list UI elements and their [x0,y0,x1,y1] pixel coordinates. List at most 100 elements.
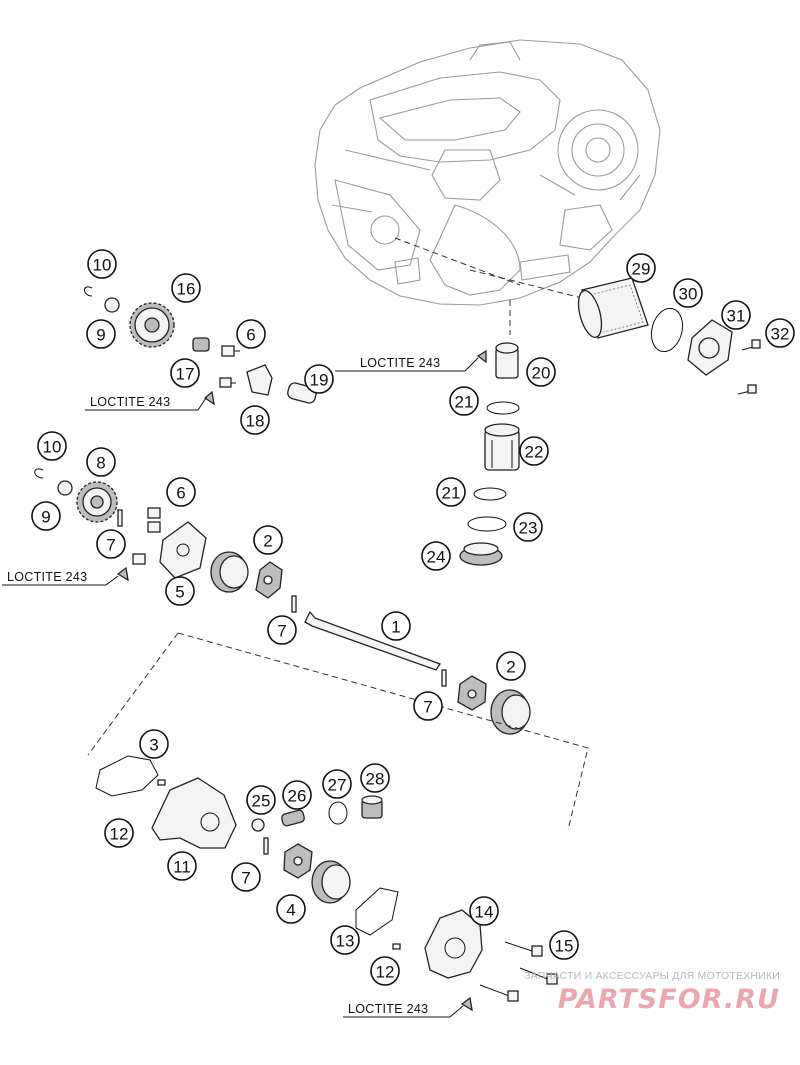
svg-text:6: 6 [176,484,185,503]
bolts-15-shape [460,941,558,1012]
o-ring-23 [467,516,507,532]
callout-12-upper: 12 [104,818,134,848]
strainer-22-shape [484,423,520,471]
svg-text:12: 12 [110,825,129,844]
watermark-caption: ЗАПЧАСТИ И АКСЕССУАРЫ ДЛЯ МОТОТЕХНИКИ [524,970,780,982]
circlip-middle [34,468,44,479]
callout-18: 18 [240,405,270,435]
svg-text:19: 19 [310,371,329,390]
callout-23: 23 [513,512,543,542]
o-ring-30 [650,307,684,353]
svg-text:21: 21 [455,393,474,412]
svg-text:7: 7 [277,622,286,641]
callout-10-middle: 10 [37,431,67,461]
callout-13: 13 [330,925,360,955]
callout-9-top: 9 [86,319,116,349]
svg-text:1: 1 [391,618,400,637]
svg-text:30: 30 [679,285,698,304]
callout-15: 15 [549,930,579,960]
gear-8-shape [76,481,118,523]
svg-text:22: 22 [525,443,544,462]
callout-7-upper-left: 7 [96,529,126,559]
washer-top [104,297,120,313]
svg-text:8: 8 [96,454,105,473]
rotor-4-shape [283,843,351,904]
callout-1: 1 [381,611,411,641]
gear-16-shape [129,302,175,348]
loctite-text-1: LOCTITE 243 [90,395,170,409]
pin-7-upper-left [117,509,123,527]
callout-10-top: 10 [87,249,117,279]
svg-text:3: 3 [149,736,158,755]
callout-14: 14 [469,896,499,926]
circlip-top [84,286,93,297]
callout-12-lower: 12 [370,956,400,986]
svg-text:7: 7 [106,536,115,555]
pin-7-shaft-right [441,669,447,687]
svg-text:18: 18 [246,412,265,431]
pipe-20-shape [476,342,519,379]
svg-text:31: 31 [727,307,746,326]
callout-21-top: 21 [449,386,479,416]
svg-text:27: 27 [328,776,347,795]
svg-text:6: 6 [246,326,255,345]
callout-3: 3 [139,729,169,759]
rotor-2-lower-shape [457,675,531,735]
callout-2-upper: 2 [253,525,283,555]
svg-text:26: 26 [288,787,307,806]
callout-30: 30 [673,278,703,308]
svg-text:2: 2 [506,658,515,677]
callout-6-top: 6 [236,319,266,349]
svg-text:9: 9 [41,508,50,527]
callout-7-shaft-right: 7 [413,691,443,721]
loctite-text-2: LOCTITE 243 [360,356,440,370]
ball-25 [251,818,265,832]
bolt-6-top-shape [221,345,240,357]
svg-text:10: 10 [43,438,62,457]
loctite-text-3: LOCTITE 243 [7,570,87,584]
shaft-1-shape [304,610,441,671]
bolts-6-middle-shape [116,507,161,582]
washer-middle [57,480,73,496]
svg-text:4: 4 [286,901,295,920]
engine-crankcase-outline [314,39,661,335]
svg-text:32: 32 [771,325,790,344]
oil-filter-29-shape [577,277,649,339]
loctite-label-bottom: LOCTITE 243 [343,1002,464,1018]
svg-text:2: 2 [263,532,272,551]
pin-12-top [157,779,166,786]
rotor-2-upper-shape [210,551,283,599]
svg-text:23: 23 [519,519,538,538]
callout-27: 27 [322,769,352,799]
pin-7-shaft-left [291,595,297,613]
callout-19: 19 [304,364,334,394]
callout-8: 8 [86,447,116,477]
svg-text:16: 16 [177,280,196,299]
gasket-3-shape [95,755,159,797]
svg-text:25: 25 [252,792,271,811]
plug-28-shape [361,795,383,819]
o-ring-21-bottom [473,487,507,501]
loctite-label-upper-left: LOCTITE 243 [85,395,207,411]
svg-text:20: 20 [532,364,551,383]
callout-31: 31 [721,300,751,330]
callout-28: 28 [360,763,390,793]
svg-text:7: 7 [423,698,432,717]
loctite-label-pipe: LOCTITE 243 [335,356,479,372]
housing-11-shape [151,777,237,849]
gasket-13-shape [355,887,399,936]
washer-27 [328,801,348,825]
svg-text:29: 29 [632,260,651,279]
svg-text:24: 24 [427,548,446,567]
callout-32: 32 [765,318,795,348]
callout-24: 24 [421,541,451,571]
callout-22: 22 [519,436,549,466]
svg-text:10: 10 [93,256,112,275]
svg-text:15: 15 [555,937,574,956]
svg-text:5: 5 [175,583,184,602]
callout-26: 26 [282,780,312,810]
svg-text:28: 28 [366,770,385,789]
pin-12-bottom [392,943,401,950]
callout-4: 4 [276,894,306,924]
